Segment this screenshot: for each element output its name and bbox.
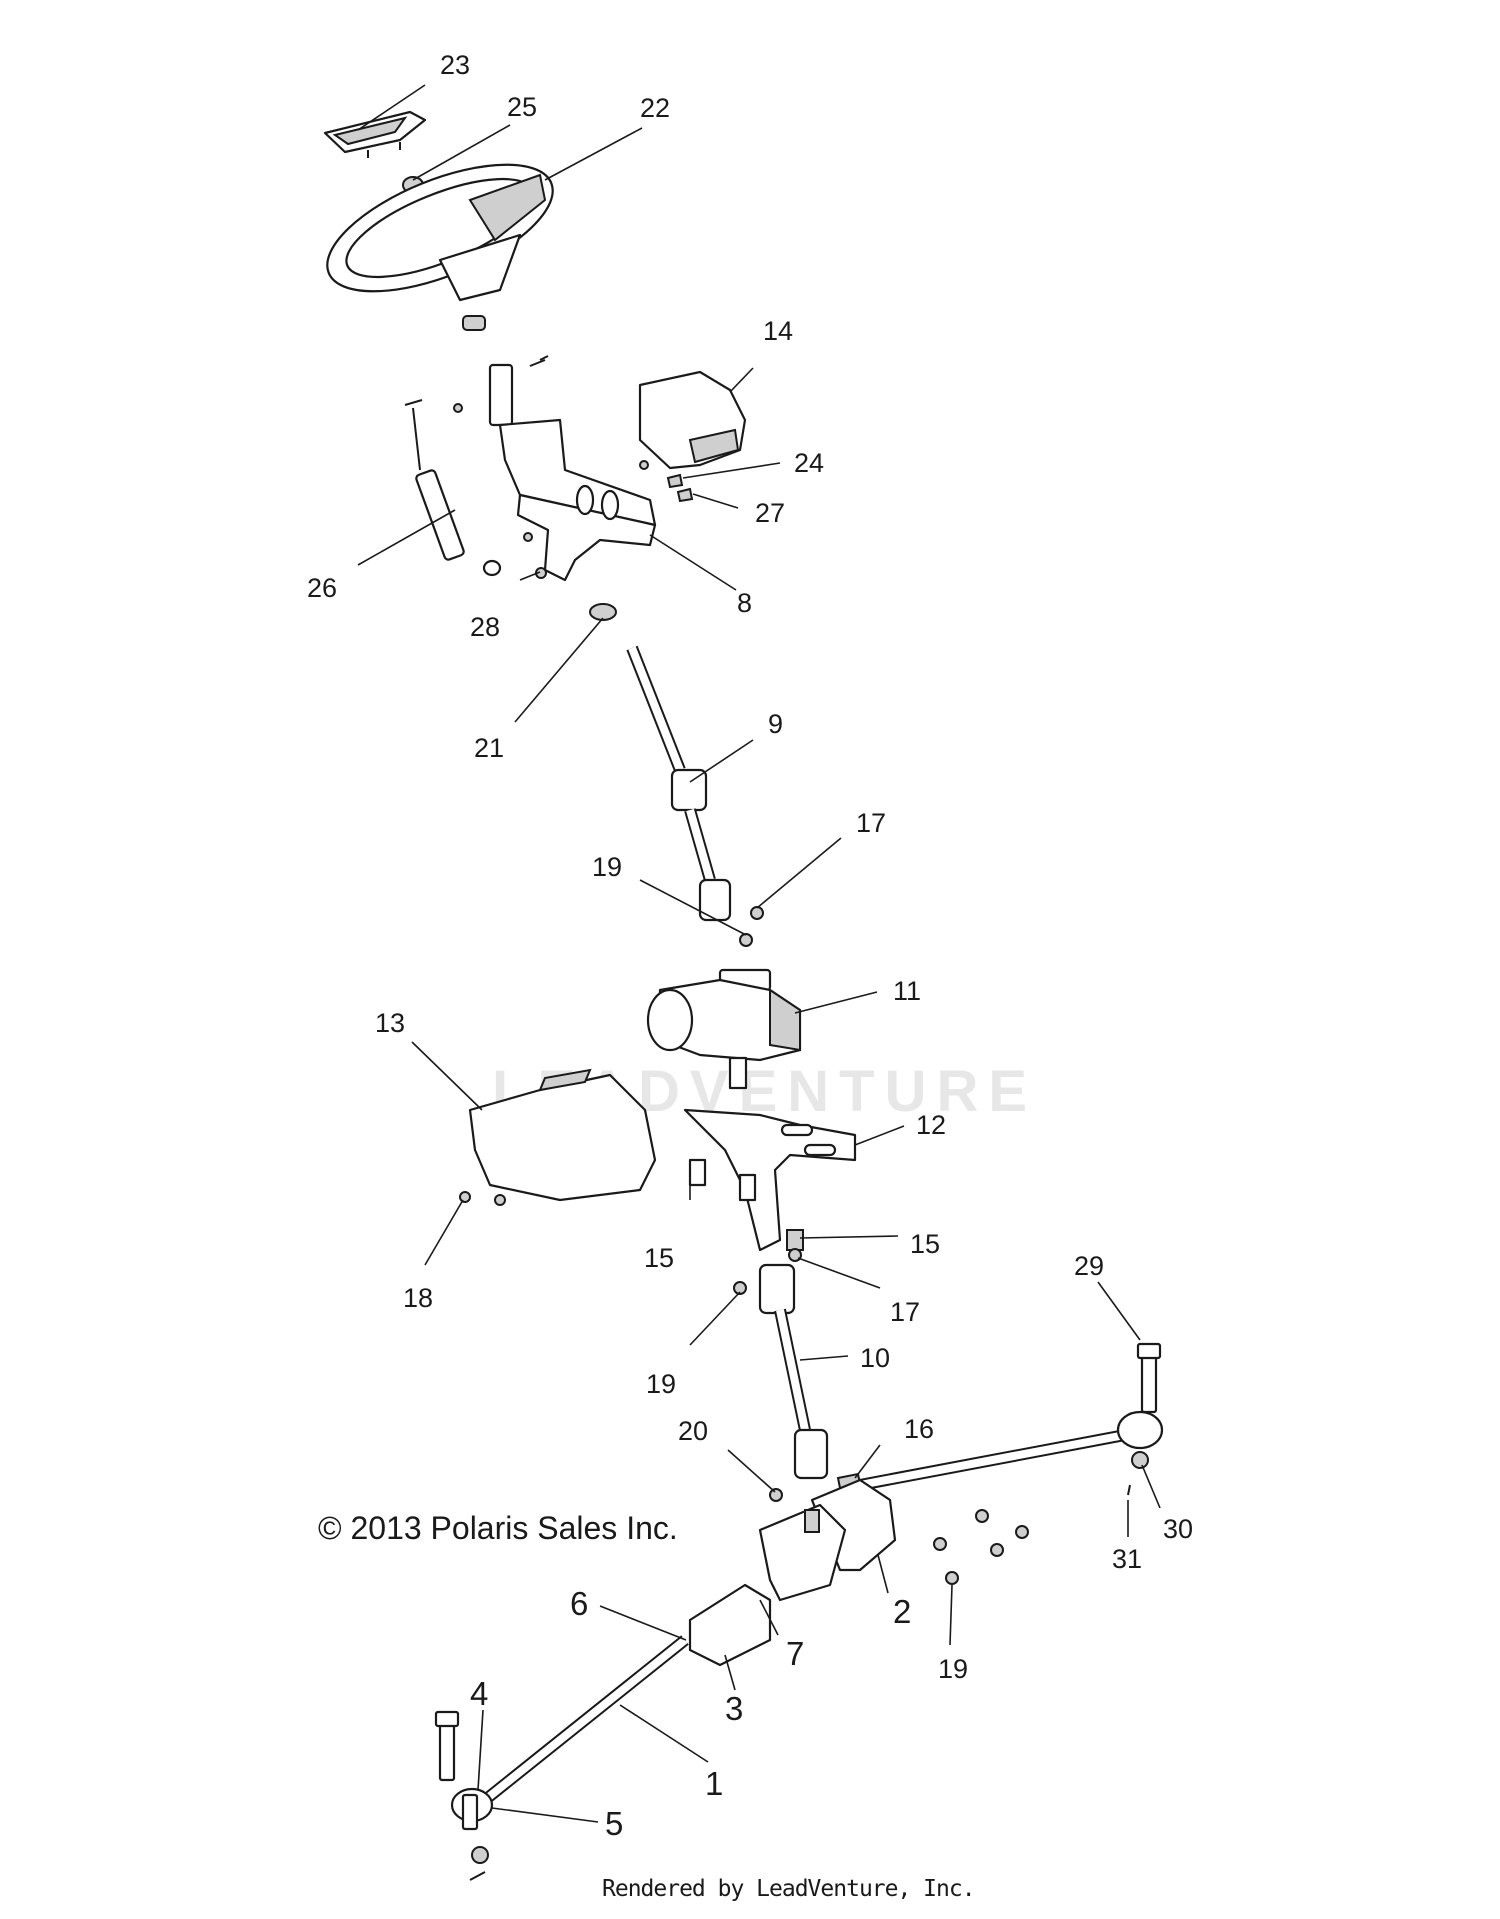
callout-9: 9 (768, 709, 783, 739)
callout-30: 30 (1163, 1514, 1193, 1544)
part-power-steering-unit (646, 968, 802, 1090)
callout-10: 10 (860, 1343, 890, 1373)
callout-18: 18 (403, 1283, 433, 1313)
part-upper-steering-shaft (626, 645, 764, 947)
callout-31: 31 (1112, 1544, 1142, 1574)
part-upper-bushing (462, 315, 486, 331)
callout-17-upper: 17 (856, 808, 886, 838)
part-steering-wheel-cap (323, 110, 427, 158)
part-steering-column-bracket (488, 355, 657, 582)
callout-24: 24 (794, 448, 824, 478)
copyright-notice: © 2013 Polaris Sales Inc. (318, 1510, 678, 1546)
part-steering-wheel (326, 163, 554, 302)
callout-22: 22 (640, 93, 670, 123)
callout-7: 7 (786, 1635, 804, 1672)
callout-16: 16 (904, 1414, 934, 1444)
callout-14: 14 (763, 316, 793, 346)
callout-13: 13 (375, 1008, 405, 1038)
part-gas-strut (404, 399, 502, 577)
callout-5: 5 (605, 1805, 623, 1842)
part-eps-mount-bracket (683, 1108, 857, 1262)
callout-29: 29 (1074, 1251, 1104, 1281)
callout-23: 23 (440, 50, 470, 80)
part-fasteners-bracket (453, 359, 649, 579)
callout-4: 4 (470, 1675, 488, 1712)
part-cover-bolts (666, 473, 694, 503)
callout-8: 8 (737, 588, 752, 618)
callout-21: 21 (474, 733, 504, 763)
callout-12: 12 (916, 1110, 946, 1140)
callout-15-left: 15 (644, 1243, 674, 1273)
part-steering-rack-assembly (434, 1410, 1164, 1881)
rendered-by-footer: Rendered by LeadVenture, Inc. (602, 1876, 976, 1902)
callout-15-right: 15 (910, 1229, 940, 1259)
callout-25: 25 (507, 92, 537, 122)
callout-20: 20 (678, 1416, 708, 1446)
callout-6: 6 (570, 1585, 588, 1622)
part-lower-bushing (589, 603, 617, 621)
callout-labels: 23 25 22 14 24 27 8 26 28 21 9 17 19 11 … (307, 50, 1193, 1842)
part-column-cover (638, 370, 747, 470)
part-lower-column-cover (459, 1068, 657, 1206)
callout-3: 3 (725, 1690, 743, 1727)
callout-28: 28 (470, 612, 500, 642)
callout-17-lower: 17 (890, 1297, 920, 1327)
callout-1: 1 (705, 1765, 723, 1802)
callout-11: 11 (893, 976, 921, 1006)
part-lower-steering-shaft (733, 1263, 862, 1502)
callout-19-upper: 19 (592, 852, 622, 882)
callout-27: 27 (755, 498, 785, 528)
callout-26: 26 (307, 573, 337, 603)
callout-19-lower: 19 (938, 1654, 968, 1684)
part-tie-rod-bolt-right (1136, 1342, 1162, 1414)
leader-lines (357, 84, 1161, 1823)
callout-19-mid: 19 (646, 1369, 676, 1399)
callout-2: 2 (893, 1593, 911, 1630)
